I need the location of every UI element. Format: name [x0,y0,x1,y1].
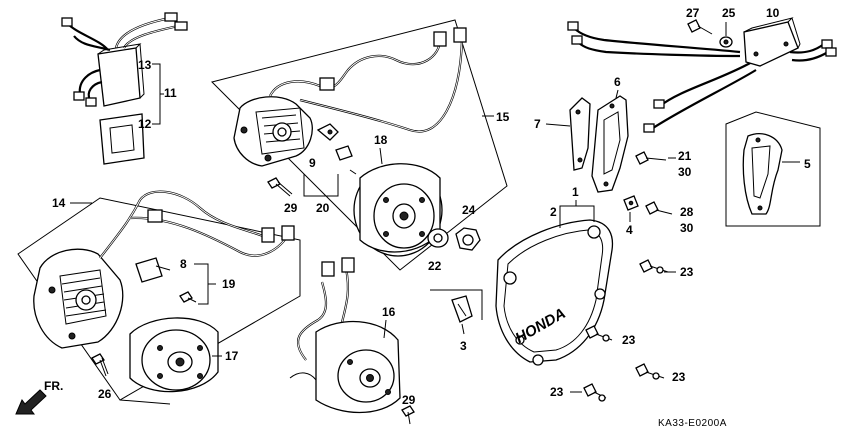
label-12: 12 [138,117,152,131]
label-17: 17 [225,349,239,363]
label-7: 7 [534,117,541,131]
bolt-21 [635,151,667,165]
bolt-23-a [639,259,669,274]
label-29-lower: 29 [402,393,416,407]
label-24: 24 [462,203,476,217]
bolt-28 [645,201,673,215]
label-23-b: 23 [622,333,636,347]
label-21: 21 [678,149,692,163]
ignition-coil-10 [743,17,801,67]
label-27: 27 [686,6,700,20]
clip-4 [623,195,639,211]
bolt-27 [687,19,713,35]
label-2: 2 [550,205,557,219]
bolt-23-d [583,383,607,402]
bolt-26 [91,353,109,377]
diagram-code: KA33-E0200A [658,418,727,429]
label-10: 10 [766,6,780,20]
label-15: 15 [496,110,510,124]
flywheel-17 [129,317,219,393]
label-8: 8 [180,257,187,271]
crankcase-cover [495,219,614,366]
bolt-23-c [635,363,665,380]
label-20: 20 [316,201,330,215]
clamp-9 [316,123,357,175]
bolt-29-lower [401,405,415,425]
washer-25 [719,36,733,48]
label-22: 22 [428,259,442,273]
stator-upper [233,96,313,167]
label-30-a: 30 [678,165,692,179]
label-29-upper: 29 [284,201,298,215]
guard-6 [591,95,629,193]
label-19: 19 [222,277,236,291]
label-23-d: 23 [550,385,564,399]
guard-7 [569,97,591,171]
label-11: 11 [164,86,177,100]
cdi-unit-assembly [61,12,188,165]
bracket-3 [451,295,473,323]
front-direction-label: FR. [44,379,63,393]
label-14: 14 [52,196,66,210]
label-3: 3 [460,339,467,353]
label-30-b: 30 [680,221,694,235]
label-18: 18 [374,133,388,147]
flywheel-18 [353,163,443,257]
label-28: 28 [680,205,694,219]
bolt-19 [179,291,197,303]
guard-5 [742,133,783,215]
stator-16 [289,320,401,414]
stator-lower [33,248,124,349]
label-9: 9 [309,156,316,170]
label-13: 13 [138,58,152,72]
label-16: 16 [382,305,396,319]
label-25: 25 [722,6,736,20]
bolt-23-b [585,325,613,342]
label-6: 6 [614,75,621,89]
label-23-a: 23 [680,265,694,279]
bolt-29-upper [267,177,293,197]
washer-22 [427,228,449,248]
label-1: 1 [572,185,579,199]
arrow-down-left-icon [15,389,47,415]
label-23-c: 23 [672,370,686,384]
label-4: 4 [626,223,633,237]
pulser-coil-8 [135,257,171,283]
label-5: 5 [804,157,811,171]
nut-24 [455,227,481,251]
label-26: 26 [98,387,112,401]
